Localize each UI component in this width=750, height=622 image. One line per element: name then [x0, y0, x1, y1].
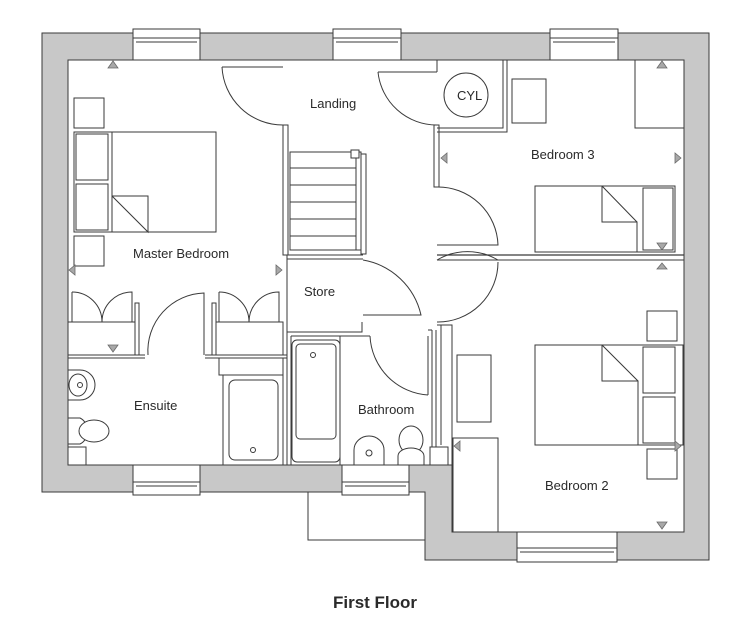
windows [132, 28, 619, 563]
window-bedroom2-bottom [516, 531, 618, 563]
room-labels: Landing CYL Bedroom 3 Master Bedroom Sto… [133, 88, 609, 493]
label-landing: Landing [310, 96, 356, 111]
bedroom3-furniture [443, 72, 676, 253]
window-landing-top [332, 28, 402, 61]
bathroom-fixtures [291, 336, 449, 466]
label-bedroom2: Bedroom 2 [545, 478, 609, 493]
label-bedroom3: Bedroom 3 [531, 147, 595, 162]
window-ensuite-bottom [132, 464, 201, 496]
wardrobes [67, 59, 685, 533]
label-master-bedroom: Master Bedroom [133, 246, 229, 261]
window-bathroom-bottom [341, 464, 410, 496]
label-bathroom: Bathroom [358, 402, 414, 417]
label-cylinder: CYL [457, 88, 482, 103]
label-ensuite: Ensuite [134, 398, 177, 413]
radiator-markers [68, 60, 682, 530]
label-store: Store [304, 284, 335, 299]
master-bedroom-furniture [73, 97, 217, 267]
window-bedroom3-top [549, 28, 619, 61]
floor-title: First Floor [332, 593, 418, 612]
bedroom2-furniture [456, 310, 684, 480]
window-master-top [132, 28, 201, 61]
staircase [289, 149, 367, 255]
ensuite-fixtures [67, 357, 284, 466]
